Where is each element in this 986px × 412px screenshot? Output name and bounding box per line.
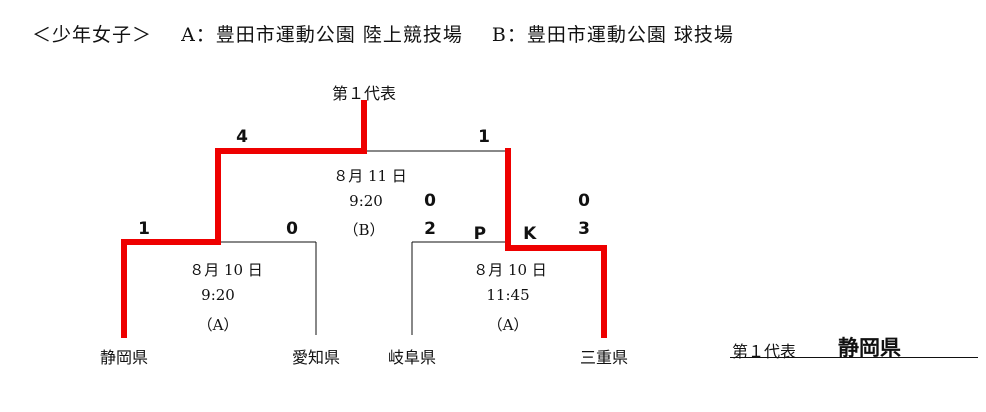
semi-left-date: ８月 10 日	[189, 261, 263, 279]
team-gifu: 岐阜県	[387, 348, 437, 367]
venue-b-label: B：豊田市運動公園 球技場	[491, 24, 734, 46]
semi-left-time: 9:20	[201, 286, 235, 304]
result-underline	[730, 357, 978, 358]
team-aichi: 愛知県	[291, 348, 341, 367]
semi-left-venue: （A）	[197, 316, 239, 334]
final-score-right: 1	[478, 127, 490, 147]
final-venue: （B）	[343, 221, 385, 239]
semi-left-score-left: 1	[138, 219, 150, 239]
semi-right-venue: （A）	[487, 316, 529, 334]
semi-right-score-left-top: 0	[424, 191, 436, 211]
venue-a-label: A：豊田市運動公園 陸上競技場	[181, 24, 463, 46]
semi-right-time: 11:45	[486, 286, 530, 304]
final-winner-label: 第１代表	[331, 84, 397, 103]
final-date: ８月 11 日	[333, 167, 407, 185]
bracket-header: ＜少年女子＞ A：豊田市運動公園 陸上競技場 B：豊田市運動公園 球技場	[32, 20, 756, 47]
team-shizuoka: 静岡県	[99, 348, 149, 367]
result-team: 静岡県	[838, 336, 901, 360]
semi-right-score-right: 3	[578, 219, 590, 239]
category-label: ＜少年女子＞	[32, 24, 153, 46]
result-label: 第１代表	[732, 342, 797, 361]
final-score-left: 4	[236, 127, 248, 147]
semi-left-score-right: 0	[286, 219, 298, 239]
semi-right-score-left: 2	[424, 219, 436, 239]
semi-right-date: ８月 10 日	[473, 261, 547, 279]
semi-right-pk-label: P K	[473, 224, 547, 244]
semi-right-score-right-top: 0	[578, 191, 590, 211]
final-time: 9:20	[349, 192, 383, 210]
team-mie: 三重県	[579, 348, 629, 367]
